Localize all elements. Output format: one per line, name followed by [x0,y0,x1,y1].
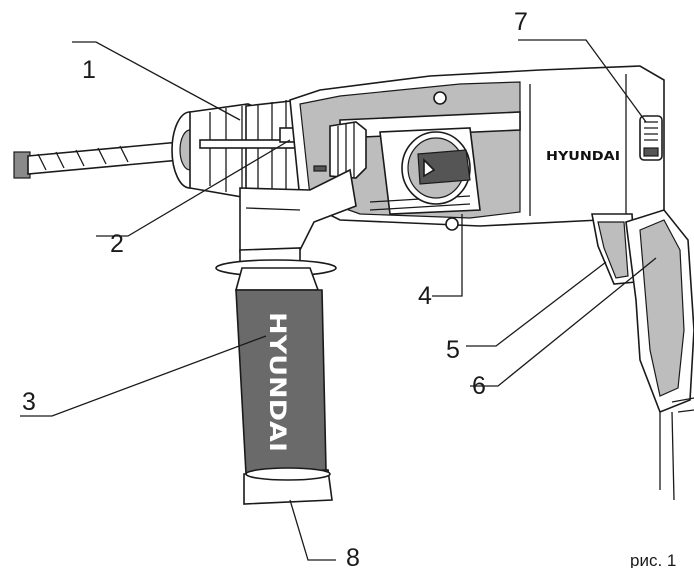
side-handle [215,259,337,505]
mode-switch [401,131,471,205]
reverse-switch [639,115,663,161]
leader-lines [20,39,657,561]
callout-6: 6 [472,372,486,400]
callout-4: 4 [418,282,432,310]
callout-3: 3 [22,388,36,416]
callout-1: 1 [82,56,96,84]
handle-logo: HYUNDAI [264,312,289,452]
callout-5: 5 [446,336,460,364]
callout-2: 2 [110,230,124,258]
callout-7: 7 [514,8,528,36]
body-logo: HYUNDAI [546,149,620,163]
trigger [591,213,637,285]
callout-8: 8 [346,544,360,568]
chuck [171,99,301,201]
rear-grip [625,209,694,501]
figure-caption: рис. 1 [630,551,676,568]
